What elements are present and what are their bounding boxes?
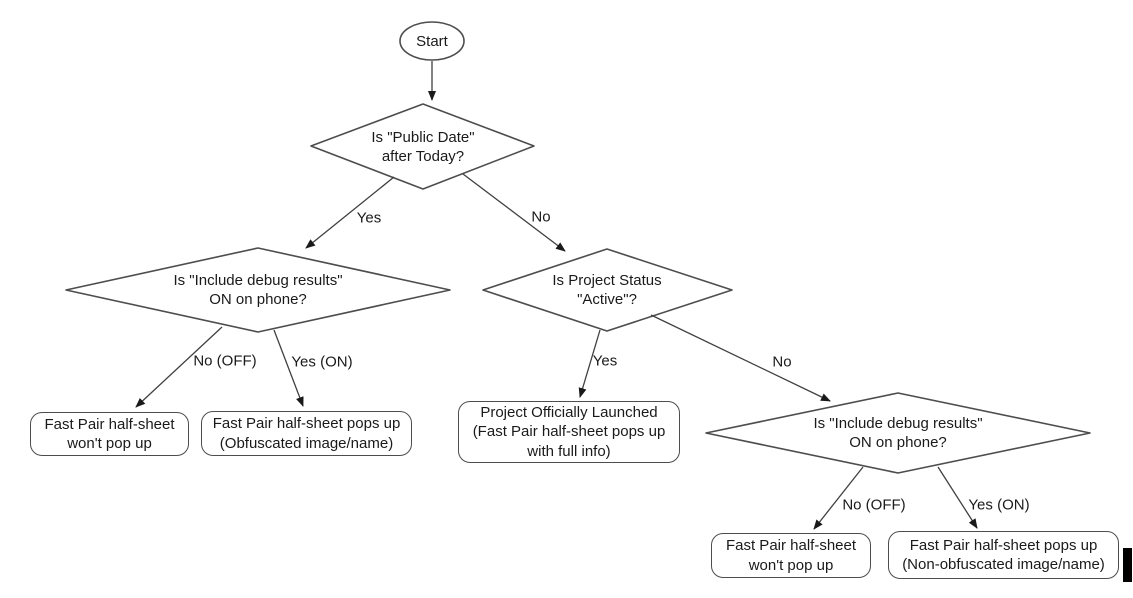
start-node-label: Start xyxy=(416,32,448,50)
result-wont-popup-left-line1: Fast Pair half-sheet xyxy=(44,415,175,433)
decision-project-status-shape xyxy=(482,248,733,332)
edge-debug-right-no-off xyxy=(813,466,864,530)
result-officially-launched-line2: (Fast Pair half-sheet pops up xyxy=(472,423,666,441)
edge-label-debug-right-no-off: No (OFF) xyxy=(842,496,906,514)
result-non-obfuscated-popup-line1: Fast Pair half-sheet pops up xyxy=(909,536,1098,554)
decision-project-status-line1: Is Project Status xyxy=(552,271,662,289)
decision-public-date-shape xyxy=(310,103,535,190)
result-wont-popup-right-line2: won't pop up xyxy=(748,556,834,574)
result-obfuscated-popup: Fast Pair half-sheet pops up (Obfuscated… xyxy=(201,411,412,456)
edge-label-debug-left-no-off: No (OFF) xyxy=(193,352,257,370)
edge-label-public-date-no: No xyxy=(531,208,551,226)
decision-public-date-label: Is "Public Date" after Today? xyxy=(343,127,503,167)
result-officially-launched: Project Officially Launched (Fast Pair h… xyxy=(458,401,680,463)
edge-project-status-no xyxy=(650,314,831,402)
edge-label-debug-left-yes-on: Yes (ON) xyxy=(291,353,353,371)
edge-debug-left-no-off xyxy=(135,326,223,408)
result-officially-launched-line3: with full info) xyxy=(527,442,611,460)
result-wont-popup-right: Fast Pair half-sheet won't pop up xyxy=(711,533,871,578)
result-non-obfuscated-popup-line2: (Non-obfuscated image/name) xyxy=(902,556,1105,573)
edge-label-public-date-yes: Yes xyxy=(356,209,382,227)
result-obfuscated-popup-line2: (Obfuscated image/name) xyxy=(219,434,394,452)
decision-debug-left-shape xyxy=(65,247,451,333)
edge-debug-left-yes-on xyxy=(273,329,304,407)
result-wont-popup-left: Fast Pair half-sheet won't pop up xyxy=(30,412,189,456)
result-officially-launched-line1: Project Officially Launched xyxy=(480,404,658,422)
decision-debug-right-line1: Is "Include debug results" xyxy=(813,414,983,432)
decision-debug-right-shape xyxy=(705,392,1091,474)
decision-debug-right-line2: ON on phone? xyxy=(849,434,947,451)
decision-project-status-label: Is Project Status "Active"? xyxy=(527,269,687,311)
edge-label-project-status-yes: Yes xyxy=(592,352,618,370)
decision-debug-left-label: Is "Include debug results" ON on phone? xyxy=(158,269,358,311)
edge-label-debug-right-yes-on: Yes (ON) xyxy=(968,496,1030,514)
decision-debug-left-line1: Is "Include debug results" xyxy=(173,271,343,289)
text-cursor-bar xyxy=(1123,548,1132,582)
decision-debug-right-label: Is "Include debug results" ON on phone? xyxy=(798,412,998,454)
edge-public-date-no xyxy=(462,173,566,252)
result-wont-popup-left-line2: won't pop up xyxy=(67,435,152,452)
decision-debug-left-line2: ON on phone? xyxy=(209,291,307,308)
edge-project-status-yes xyxy=(578,329,601,398)
decision-public-date-line2: after Today? xyxy=(381,148,465,165)
edge-debug-right-yes-on xyxy=(937,466,978,529)
start-node-shape xyxy=(399,21,465,61)
result-non-obfuscated-popup: Fast Pair half-sheet pops up (Non-obfusc… xyxy=(888,531,1119,579)
decision-project-status-line2: "Active"? xyxy=(577,291,637,308)
edge-label-project-status-no: No xyxy=(772,353,792,371)
result-wont-popup-right-line1: Fast Pair half-sheet xyxy=(725,537,857,555)
decision-public-date-line1: Is "Public Date" xyxy=(371,128,475,146)
result-obfuscated-popup-line1: Fast Pair half-sheet pops up xyxy=(212,415,401,433)
edge-public-date-yes xyxy=(305,176,395,249)
